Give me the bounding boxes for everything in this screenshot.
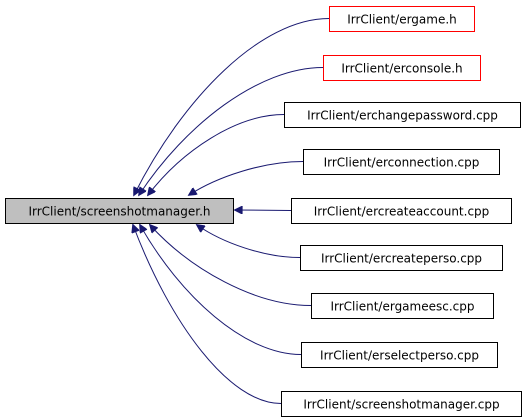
node-ercreateperso-cpp[interactable]: IrrClient/ercreateperso.cpp	[300, 245, 503, 271]
node-label-erselectperso-cpp: IrrClient/erselectperso.cpp	[320, 349, 479, 363]
node-label-erconnection-cpp: IrrClient/erconnection.cpp	[324, 156, 480, 170]
node-erconnection-cpp[interactable]: IrrClient/erconnection.cpp	[303, 149, 500, 175]
edge-erconnection-cpp	[189, 161, 304, 196]
edge-erselectperso-cpp	[140, 225, 302, 355]
edge-ergame-h	[134, 18, 330, 196]
node-erchangepassword-cpp[interactable]: IrrClient/erchangepassword.cpp	[284, 102, 521, 128]
node-label-ercreateperso-cpp: IrrClient/ercreateperso.cpp	[321, 252, 482, 266]
edge-ercreateperso-cpp	[197, 225, 301, 258]
node-label-screenshotmanager-cpp: IrrClient/screenshotmanager.cpp	[303, 398, 499, 412]
node-box-ergameesc-cpp	[311, 293, 494, 319]
node-box-ercreateperso-cpp	[300, 245, 503, 271]
edge-screenshotmanager-cpp	[133, 225, 282, 404]
node-box-ergame-h	[329, 6, 475, 32]
node-label-ergame-h: IrrClient/ergame.h	[347, 13, 457, 27]
node-label-ercreateaccount-cpp: IrrClient/ercreateaccount.cpp	[314, 205, 490, 219]
node-box-ercreateaccount-cpp	[291, 198, 512, 224]
node-box-screenshotmanager-h	[5, 198, 234, 224]
edges	[133, 18, 330, 404]
node-box-erchangepassword-cpp	[284, 102, 521, 128]
node-box-screenshotmanager-cpp	[281, 391, 522, 417]
node-erselectperso-cpp[interactable]: IrrClient/erselectperso.cpp	[301, 342, 498, 368]
edge-erconsole-h	[139, 67, 324, 196]
node-screenshotmanager-cpp[interactable]: IrrClient/screenshotmanager.cpp	[281, 391, 522, 417]
node-ercreateaccount-cpp[interactable]: IrrClient/ercreateaccount.cpp	[291, 198, 512, 224]
node-screenshotmanager-h[interactable]: IrrClient/screenshotmanager.h	[5, 198, 234, 224]
node-label-erchangepassword-cpp: IrrClient/erchangepassword.cpp	[307, 109, 498, 123]
edge-ergameesc-cpp	[150, 225, 312, 306]
node-ergame-h[interactable]: IrrClient/ergame.h	[329, 6, 475, 32]
edge-erchangepassword-cpp	[148, 114, 285, 196]
node-erconsole-h[interactable]: IrrClient/erconsole.h	[323, 55, 481, 81]
node-box-erconsole-h	[323, 55, 481, 81]
node-box-erselectperso-cpp	[301, 342, 498, 368]
node-box-erconnection-cpp	[303, 149, 500, 175]
node-ergameesc-cpp[interactable]: IrrClient/ergameesc.cpp	[311, 293, 494, 319]
edge-ercreateaccount-cpp	[235, 210, 292, 211]
node-label-ergameesc-cpp: IrrClient/ergameesc.cpp	[330, 300, 474, 314]
node-label-screenshotmanager-h: IrrClient/screenshotmanager.h	[28, 205, 210, 219]
node-label-erconsole-h: IrrClient/erconsole.h	[341, 62, 462, 76]
nodes: IrrClient/screenshotmanager.hIrrClient/e…	[5, 6, 522, 417]
